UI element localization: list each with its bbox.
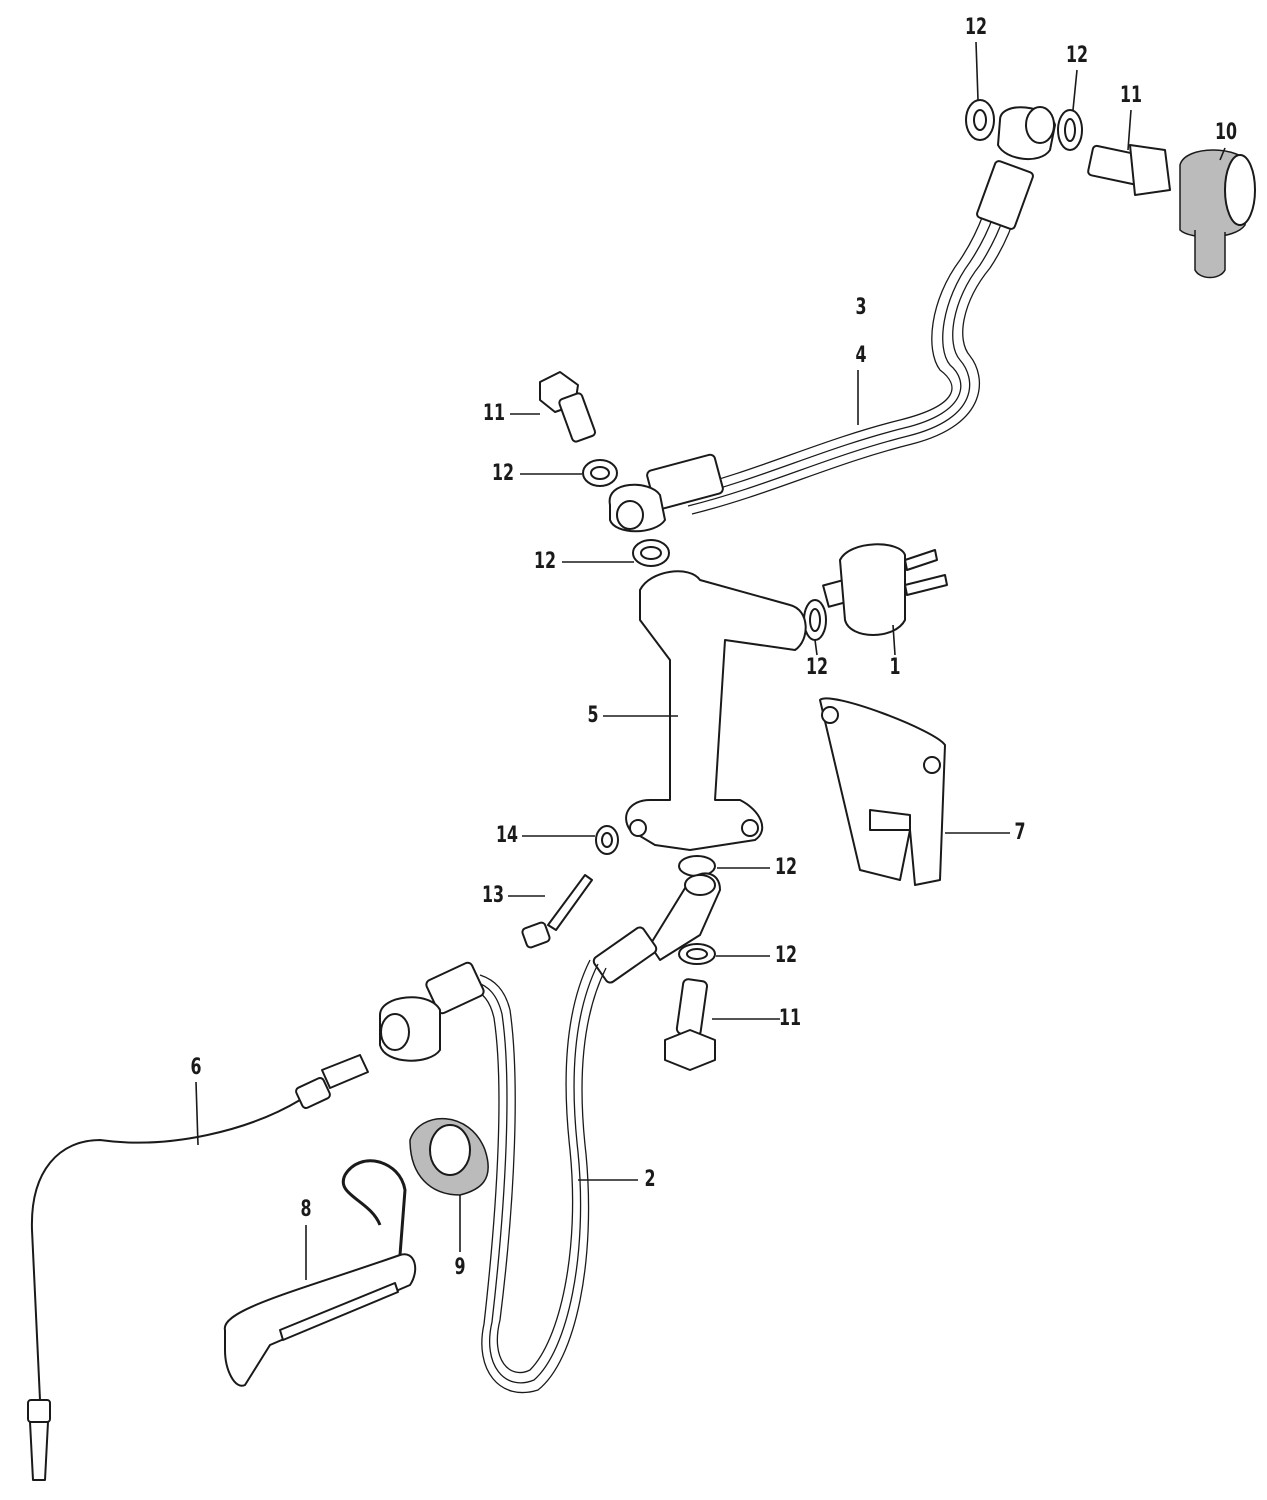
oil-bolt-lower xyxy=(664,978,716,1071)
bolt xyxy=(521,874,593,949)
callout-8: 8 xyxy=(300,1197,312,1222)
callout-12: 12 xyxy=(774,943,798,968)
callout-3: 3 xyxy=(855,295,867,320)
callout-12: 12 xyxy=(491,461,515,486)
callout-11: 11 xyxy=(778,1006,802,1031)
callout-1: 1 xyxy=(889,655,901,680)
cap xyxy=(1179,149,1256,279)
clamp-bracket xyxy=(223,1159,417,1387)
switch xyxy=(822,543,948,636)
callout-10: 10 xyxy=(1214,120,1238,145)
callout-14: 14 xyxy=(495,823,519,848)
callout-12: 12 xyxy=(774,855,798,880)
callout-12: 12 xyxy=(1065,43,1089,68)
callout-11: 11 xyxy=(482,401,506,426)
callout-2: 2 xyxy=(644,1167,656,1192)
lower-hose xyxy=(379,872,721,1394)
washers xyxy=(582,99,1083,965)
oil-bolt-left xyxy=(539,371,597,443)
upper-hose xyxy=(608,106,1056,533)
callout-6: 6 xyxy=(190,1055,202,1080)
callout-12: 12 xyxy=(533,549,557,574)
callout-4: 4 xyxy=(855,343,867,368)
grommet xyxy=(409,1118,489,1196)
oil-bolt-upper xyxy=(1087,144,1171,196)
callout-12: 12 xyxy=(805,655,829,680)
callout-13: 13 xyxy=(481,883,505,908)
three-way-joint xyxy=(625,570,807,851)
callout-12: 12 xyxy=(964,15,988,40)
callout-5: 5 xyxy=(587,703,599,728)
callout-11: 11 xyxy=(1119,83,1143,108)
leader-lines xyxy=(195,41,1226,1280)
callout-9: 9 xyxy=(454,1255,466,1280)
bracket xyxy=(819,697,946,886)
callout-7: 7 xyxy=(1014,820,1026,845)
cable xyxy=(27,1054,369,1481)
